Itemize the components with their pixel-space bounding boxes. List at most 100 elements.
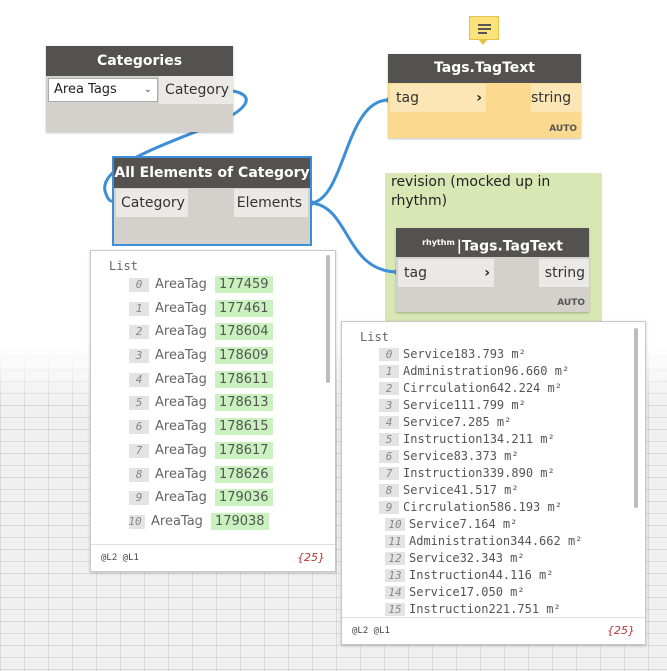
item-index: 1 [379,365,399,378]
lacing-label: AUTO [557,298,585,308]
input-port-category[interactable]: Category [116,189,188,217]
item-index: 4 [129,372,149,387]
item-index: 10 [385,518,405,531]
output-port-string[interactable]: string [531,84,581,112]
chevron-right-icon: › [476,90,482,106]
item-value: 177459 [214,276,273,293]
node-title: rhythm|Tags.TagText [396,228,589,257]
list-item: 15 Instruction221.751 m² [379,601,634,616]
output-port-string[interactable]: string [539,259,589,287]
scrollbar[interactable] [634,328,638,508]
item-value: 179038 [210,512,269,530]
scrollbar[interactable] [326,255,330,383]
port-label: tag [404,265,427,281]
item-index: 8 [379,484,399,497]
port-label: tag [396,90,419,106]
node-title: Categories [46,46,233,76]
node-all-elements-of-category[interactable]: All Elements of Category Category Elemen… [112,156,312,246]
item-index: 1 [129,301,149,316]
item-index: 2 [129,325,149,340]
item-value: Circrulation586.193 m² [403,500,562,514]
output-port-category[interactable]: Category [159,76,233,104]
item-value: 178617 [214,441,273,459]
item-index: 5 [129,396,149,411]
item-index: 15 [385,603,405,616]
item-value: Cirrculation642.224 m² [403,381,562,395]
output-port-elements[interactable]: Elements [234,189,308,217]
list-item: 6 Service83.373 m² [379,448,634,465]
item-value: Service7.285 m² [403,415,512,429]
string-list[interactable]: 0 Service183.793 m² 1 Administration96.660 … [379,346,634,616]
item-index: 0 [379,348,399,361]
item-value: Service32.343 m² [409,551,525,565]
item-name: AreaTag [155,300,207,316]
item-value: Instruction44.116 m² [409,568,554,582]
item-value: 178615 [214,418,273,436]
item-name: AreaTag [155,324,207,340]
item-name: AreaTag [155,490,207,506]
package-prefix: rhythm [422,238,455,247]
input-port-tag[interactable]: tag › [398,259,494,287]
item-index: 4 [379,416,399,429]
category-dropdown[interactable]: Area Tags ⌄ [48,78,158,102]
list-item: 4 Service7.285 m² [379,414,634,431]
item-value: 179036 [214,489,273,507]
list-item: 0 Service183.793 m² [379,346,634,363]
node-rhythm-tags-tagtext[interactable]: rhythm|Tags.TagText tag › string AUTO [396,228,589,312]
dropdown-value: Area Tags [54,82,117,97]
item-value: Instruction221.751 m² [409,602,561,616]
list-item: 1 AreaTag 177461 [129,299,319,324]
item-name: AreaTag [155,348,207,364]
item-index: 6 [379,450,399,463]
item-name: AreaTag [151,513,203,529]
list-header: List [109,259,138,273]
node-categories[interactable]: Categories Area Tags ⌄ Category [46,46,233,132]
item-name: AreaTag [155,371,207,387]
list-item: 9 Circrulation586.193 m² [379,499,634,516]
item-count: {25} [297,551,325,564]
preview-footer: @L2 @L1 {25} [342,617,645,644]
item-index: 7 [379,467,399,480]
input-port-tag[interactable]: tag › [390,84,486,112]
item-index: 3 [379,399,399,412]
note-icon[interactable] [469,16,499,40]
item-value: Service41.517 m² [403,483,519,497]
lacing-label: AUTO [549,124,577,134]
item-index: 0 [129,278,149,292]
item-count: {25} [607,624,635,637]
item-index: 7 [129,443,149,458]
node-tags-tagtext[interactable]: Tags.TagText tag › string AUTO [388,54,581,138]
item-value: Service83.373 m² [403,449,519,463]
list-item: 1 Administration96.660 m² [379,363,634,380]
item-index: 8 [129,467,149,482]
wire-elements-to-tagtext [310,98,389,205]
item-value: Service183.793 m² [403,347,526,361]
item-index: 2 [379,382,399,395]
item-value: Administration96.660 m² [403,364,570,378]
item-index: 9 [379,501,399,514]
item-index: 3 [129,349,149,364]
item-name: AreaTag [155,419,207,435]
list-item: 8 Service41.517 m² [379,482,634,499]
item-value: Instruction134.211 m² [403,432,555,446]
item-name: AreaTag [155,466,207,482]
item-value: 177461 [214,299,273,317]
item-name: AreaTag [155,277,207,292]
group-title[interactable]: revision (mocked up in rhythm) [391,174,551,209]
